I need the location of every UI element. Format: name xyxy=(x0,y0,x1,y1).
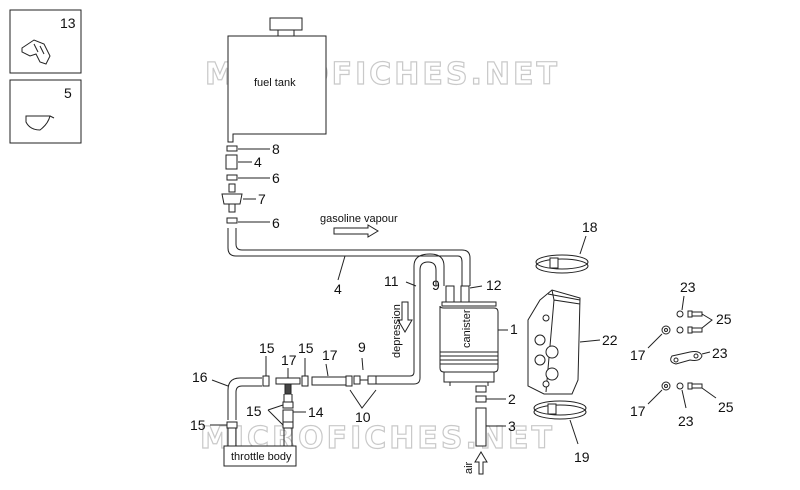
callout-20: 18 xyxy=(582,219,598,235)
washer-17-lower xyxy=(661,381,671,391)
cap-icon xyxy=(25,115,55,131)
washer-23-lower xyxy=(676,382,684,390)
callout-15-top: 15 xyxy=(259,340,275,356)
part-8-upper xyxy=(226,145,238,152)
callout-10: 10 xyxy=(355,409,371,425)
bolt-25-upper-b xyxy=(687,326,703,334)
part-3-hose xyxy=(475,407,487,447)
hose-4-inner xyxy=(235,228,471,286)
washer-17-upper xyxy=(661,325,671,335)
callout-16: 16 xyxy=(192,369,208,385)
part-9 xyxy=(353,375,361,385)
part-2 xyxy=(475,395,487,403)
callout-18: 17 xyxy=(281,352,297,368)
callout-2: 2 xyxy=(508,391,516,407)
gasoline-vapour-label: gasoline vapour xyxy=(320,213,398,225)
part-10-left xyxy=(345,375,353,387)
callout-21: 19 xyxy=(574,449,590,465)
callout-3: 3 xyxy=(508,418,516,434)
hose-16-outer xyxy=(227,377,262,420)
canister: canister xyxy=(439,285,499,393)
fuel-tank-label: fuel tank xyxy=(254,77,296,89)
callout-4-lower: 4 xyxy=(334,281,342,297)
callout-13: 13 xyxy=(60,15,76,31)
vapour-arrow-icon xyxy=(333,224,379,238)
hose-11-outer xyxy=(376,261,437,385)
callout-25-upper: 25 xyxy=(716,311,732,327)
callout-22: 22 xyxy=(602,332,618,348)
part-20-clamp xyxy=(535,254,589,274)
callout-6-upper: 6 xyxy=(272,170,280,186)
part-6-upper xyxy=(226,174,238,181)
callout-19: 17 xyxy=(322,347,338,363)
bolt-25-lower xyxy=(687,382,703,390)
part-15-mid xyxy=(301,375,309,387)
callout-11: 11 xyxy=(384,273,399,289)
clip-icon xyxy=(21,39,51,65)
callout-12: 12 xyxy=(486,277,502,293)
bolt-25-upper-a xyxy=(687,310,703,318)
callout-8-upper: 8 xyxy=(272,141,280,157)
throttle-body-label: throttle body xyxy=(231,451,292,463)
hose-11-inner xyxy=(376,253,445,377)
callout-4-upper: 4 xyxy=(254,154,262,170)
callout-15-group: 15 xyxy=(246,403,262,419)
part-24-bracket xyxy=(670,351,703,365)
callout-23-upper: 23 xyxy=(680,279,696,295)
hose-16-inner xyxy=(235,385,262,420)
part-22-intake xyxy=(527,289,581,395)
air-arrow-icon xyxy=(474,451,488,475)
part-21-clamp xyxy=(533,400,587,420)
callout-23-lower: 23 xyxy=(678,413,694,429)
part-18-tjoint xyxy=(275,377,301,395)
depression-label: depression xyxy=(391,304,403,358)
washer-23-upper-a xyxy=(676,310,684,318)
part-15-top xyxy=(262,375,270,387)
hose-14 xyxy=(282,409,294,423)
callout-6-lower: 6 xyxy=(272,215,280,231)
callout-17-upper: 17 xyxy=(630,347,646,363)
canister-label: canister xyxy=(461,309,473,348)
fuel-tank: fuel tank xyxy=(227,17,327,143)
callout-15-mid: 15 xyxy=(298,340,314,356)
callout-14: 14 xyxy=(308,404,324,420)
callout-7: 7 xyxy=(258,191,266,207)
washer-23-upper-b xyxy=(676,326,684,334)
callout-24: 23 xyxy=(712,345,728,361)
inset-box-5: 5 xyxy=(9,79,82,144)
part-10-right xyxy=(367,375,377,385)
hose-19 xyxy=(311,376,349,386)
callout-5: 5 xyxy=(64,85,72,101)
callout-1: 1 xyxy=(510,321,518,337)
callout-25-lower: 25 xyxy=(718,399,734,415)
inset-box-13: 13 xyxy=(9,9,82,74)
callout-9: 9 xyxy=(358,339,366,355)
callout-17-lower: 17 xyxy=(630,403,646,419)
part-15-left xyxy=(226,421,238,429)
hose-4-outer xyxy=(227,228,463,286)
part-4-upper xyxy=(225,154,238,170)
part-7-valve xyxy=(221,183,243,213)
air-label: air xyxy=(463,461,475,474)
part-6-lower xyxy=(226,217,238,224)
callout-15-left: 15 xyxy=(190,417,206,433)
depression-arrow-icon xyxy=(397,301,413,333)
throttle-body xyxy=(223,445,297,467)
